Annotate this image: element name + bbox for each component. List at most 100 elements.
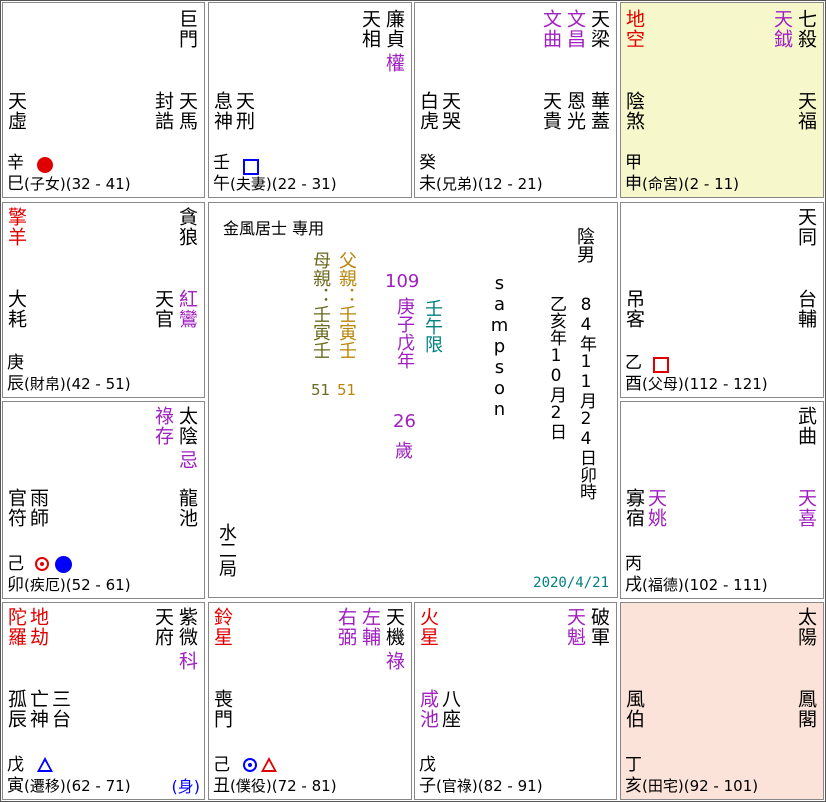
major-star: 武曲	[795, 406, 817, 446]
minor-star: 風伯	[623, 689, 645, 729]
minor-star: 大耗	[5, 289, 27, 329]
body-palace-marker: (身)	[171, 777, 201, 796]
minor-star: 亡神	[27, 689, 49, 729]
palace-label: (福德)	[642, 576, 684, 594]
palace-label: 辛巳(子女)(32 - 41)	[7, 153, 131, 195]
minor-star: 三台	[49, 689, 71, 729]
target-circle-icon	[35, 557, 49, 571]
palace-mao[interactable]: 太陰 祿存 忌 官符 雨師 龍池 己卯(疾厄)(52 - 61)	[2, 401, 205, 599]
minor-star: 封誥	[152, 91, 174, 131]
palace-yin[interactable]: 陀羅 地劫 紫微 天府 科 孤辰 亡神 三台 戊寅(遷移)(62 - 71) (…	[2, 602, 205, 800]
minor-star: 擎羊	[5, 207, 27, 247]
major-star: 太陽	[795, 607, 817, 647]
palace-label: 子	[419, 776, 436, 796]
minor-star: 吊客	[623, 289, 645, 329]
minor-star: 天虛	[5, 91, 27, 131]
minor-star: 天刑	[233, 91, 255, 131]
major-star: 天府	[152, 607, 174, 647]
minor-star: 火星	[417, 607, 439, 647]
palace-label: 己	[213, 755, 230, 775]
palace-label: (命宮)	[642, 175, 684, 193]
palace-label: (官祿)	[436, 777, 478, 795]
palace-wei[interactable]: 天梁 文昌 文曲 華蓋 恩光 天貴 白虎 天哭 癸未(兄弟)(12 - 21)	[414, 2, 617, 198]
minor-star: 天貴	[540, 91, 562, 131]
minor-star: 華蓋	[588, 91, 610, 131]
stem: 辛	[7, 153, 24, 173]
palace-label: (72 - 81)	[271, 777, 337, 795]
major-star: 巨門	[176, 9, 198, 49]
palace-xu[interactable]: 武曲 寡宿 天姚 天喜 丙戌(福德)(102 - 111)	[620, 401, 824, 599]
major-star: 破軍	[588, 607, 610, 647]
palace-si[interactable]: 巨門 天馬 封誥 天虛 辛巳(子女)(32 - 41)	[2, 2, 205, 198]
mother-age: 51	[311, 381, 331, 399]
minor-star: 天姚	[645, 488, 667, 528]
palace-label: 丑	[213, 776, 230, 796]
minor-star: 地空	[623, 9, 645, 49]
palace-label: 寅	[7, 776, 24, 796]
minor-star: 天官	[152, 289, 174, 329]
minor-star: 鳳閣	[795, 689, 817, 729]
palace-label: 戊	[419, 755, 436, 775]
minor-star: 台輔	[795, 289, 817, 329]
palace-zi[interactable]: 火星 破軍 天魁 咸池 八座 戊子(官祿)(82 - 91)	[414, 602, 617, 800]
minor-star: 陰煞	[623, 91, 645, 131]
triangle-icon	[37, 757, 53, 772]
major-star: 天機	[383, 607, 405, 647]
palace-label: (財帛)	[24, 375, 66, 393]
minor-star: 咸池	[417, 689, 439, 729]
palace-chou[interactable]: 鈴星 天機 左輔 右弼 祿 喪門 己丑(僕役)(72 - 81)	[208, 602, 412, 800]
palace-label: (22 - 31)	[271, 175, 337, 193]
palace-label: (82 - 91)	[477, 777, 543, 795]
palace-label: 癸	[419, 153, 436, 173]
minor-star: 陀羅	[5, 607, 27, 647]
minor-star: 天馬	[176, 91, 198, 131]
major-star: 天梁	[588, 9, 610, 49]
author-label: 金風居士 專用	[223, 219, 325, 238]
palace-label: (42 - 51)	[65, 375, 131, 393]
hollow-square-icon	[243, 159, 259, 175]
palace-label: 壬	[213, 153, 230, 173]
chart-date: 2020/4/21	[533, 575, 609, 591]
minor-star: 天魁	[564, 607, 586, 647]
palace-label: 亥	[625, 776, 642, 796]
major-star: 天同	[795, 207, 817, 247]
minor-star: 龍池	[176, 488, 198, 528]
palace-label: 己丑(僕役)(72 - 81)	[213, 755, 337, 797]
minor-star: 孤辰	[5, 689, 27, 729]
blue-dot-icon	[55, 556, 72, 573]
hua-ke: 科	[176, 651, 198, 671]
age-number: 26	[393, 411, 416, 432]
palace-hai[interactable]: 太陽 風伯 鳳閣 丁亥(田宅)(92 - 101)	[620, 602, 824, 800]
palace-label: 甲申(命宮)(2 - 11)	[625, 153, 739, 195]
palace-label: 未	[419, 174, 436, 194]
major-star: 廉貞	[383, 9, 405, 49]
minor-star: 天福	[795, 91, 817, 131]
palace-label: (62 - 71)	[65, 777, 131, 795]
minor-star: 文昌	[564, 9, 586, 49]
palace-label: 丁亥(田宅)(92 - 101)	[625, 755, 758, 797]
palace-label: 丙戌(福德)(102 - 111)	[625, 554, 768, 596]
lunar-date: 乙亥年10月2日	[546, 295, 566, 440]
father-info: 父親：壬寅壬	[336, 251, 357, 359]
minor-star: 喪門	[211, 689, 233, 729]
number-label: 109	[385, 271, 420, 292]
palace-wu[interactable]: 廉貞 天相 權 息神 天刑 壬午(夫妻)(22 - 31)	[208, 2, 412, 198]
palace-label: (32 - 41)	[65, 175, 131, 193]
palace-you[interactable]: 天同 吊客 台輔 乙酉(父母)(112 - 121)	[620, 202, 824, 398]
limit-label: 壬午限	[422, 299, 443, 353]
palace-shen[interactable]: 地空 七殺 天鉞 陰煞 天福 甲申(命宮)(2 - 11)	[620, 2, 824, 198]
minor-star: 恩光	[564, 91, 586, 131]
center-info-panel: 金風居士 專用 母親：壬寅壬 51 父親：壬寅壬 51 109 庚子戊年 壬午限…	[208, 202, 618, 598]
hua-quan: 權	[383, 53, 405, 73]
palace-label: (92 - 101)	[683, 777, 759, 795]
palace-label: (田宅)	[642, 777, 684, 795]
mother-info: 母親：壬寅壬	[310, 251, 331, 359]
minor-star: 寡宿	[623, 488, 645, 528]
palace-label: (12 - 21)	[477, 175, 543, 193]
palace-chen[interactable]: 擎羊 貪狼 大耗 紅鸞 天官 庚辰(財帛)(42 - 51)	[2, 202, 205, 398]
palace-label: (兄弟)	[436, 175, 478, 193]
minor-star: 雨師	[27, 488, 49, 528]
hollow-square-icon	[653, 357, 669, 373]
minor-star: 文曲	[540, 9, 562, 49]
minor-star: 官符	[5, 488, 27, 528]
